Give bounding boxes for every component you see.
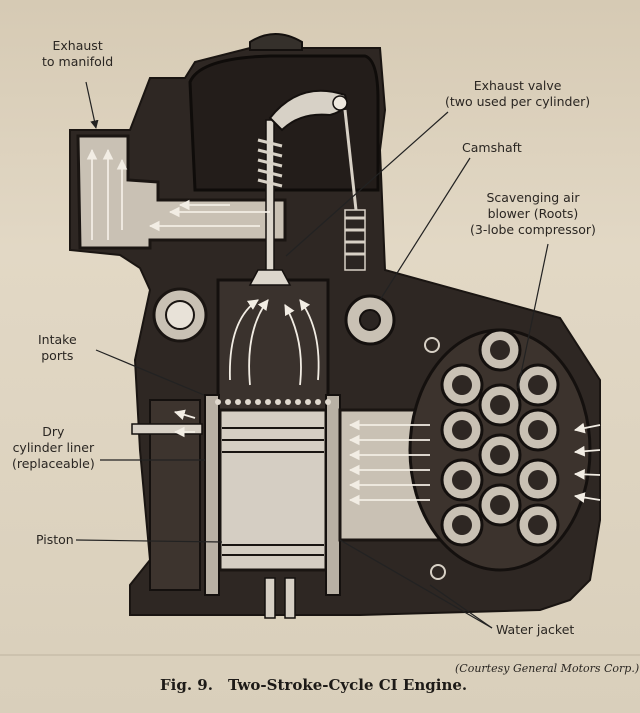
exhaust-passage (76, 134, 287, 250)
water-jacket-left (149, 399, 201, 591)
leader-blower (517, 243, 549, 389)
leader-exhaust-valve (285, 111, 449, 257)
label-liner: Dry cylinder liner (replaceable) (12, 424, 95, 471)
label-camshaft: Camshaft (462, 140, 522, 155)
airflow-arrows (86, 148, 601, 506)
cylinder-bore (216, 278, 330, 412)
roots-blower (408, 328, 592, 580)
caption-fig-number: Fig. 9. (160, 676, 213, 694)
caption-courtesy: (Courtesy General Motors Corp.) (455, 662, 640, 675)
label-intake: Intake ports (38, 332, 77, 363)
label-exhaust: Exhaust to manifold (42, 38, 114, 69)
caption-title: Two-Stroke-Cycle CI Engine. (228, 676, 468, 694)
cylinder-liner-left (204, 394, 220, 596)
label-water-jacket: Water jacket (496, 622, 575, 637)
cylinder-liner-right (325, 394, 341, 596)
label-piston: Piston (36, 532, 74, 547)
leader-water-1 (339, 539, 493, 629)
leader-piston (75, 539, 223, 543)
label-blower: Scavenging air blower (Roots) (3-lobe co… (470, 190, 596, 237)
leader-intake (95, 349, 205, 396)
label-exhaust-valve: Exhaust valve (two used per cylinder) (445, 78, 591, 109)
leader-water-2 (429, 584, 493, 629)
leader-exhaust (85, 81, 99, 129)
leader-lines (75, 81, 549, 629)
leader-camshaft (379, 157, 471, 301)
piston (218, 408, 328, 572)
intake-ports (215, 399, 331, 405)
